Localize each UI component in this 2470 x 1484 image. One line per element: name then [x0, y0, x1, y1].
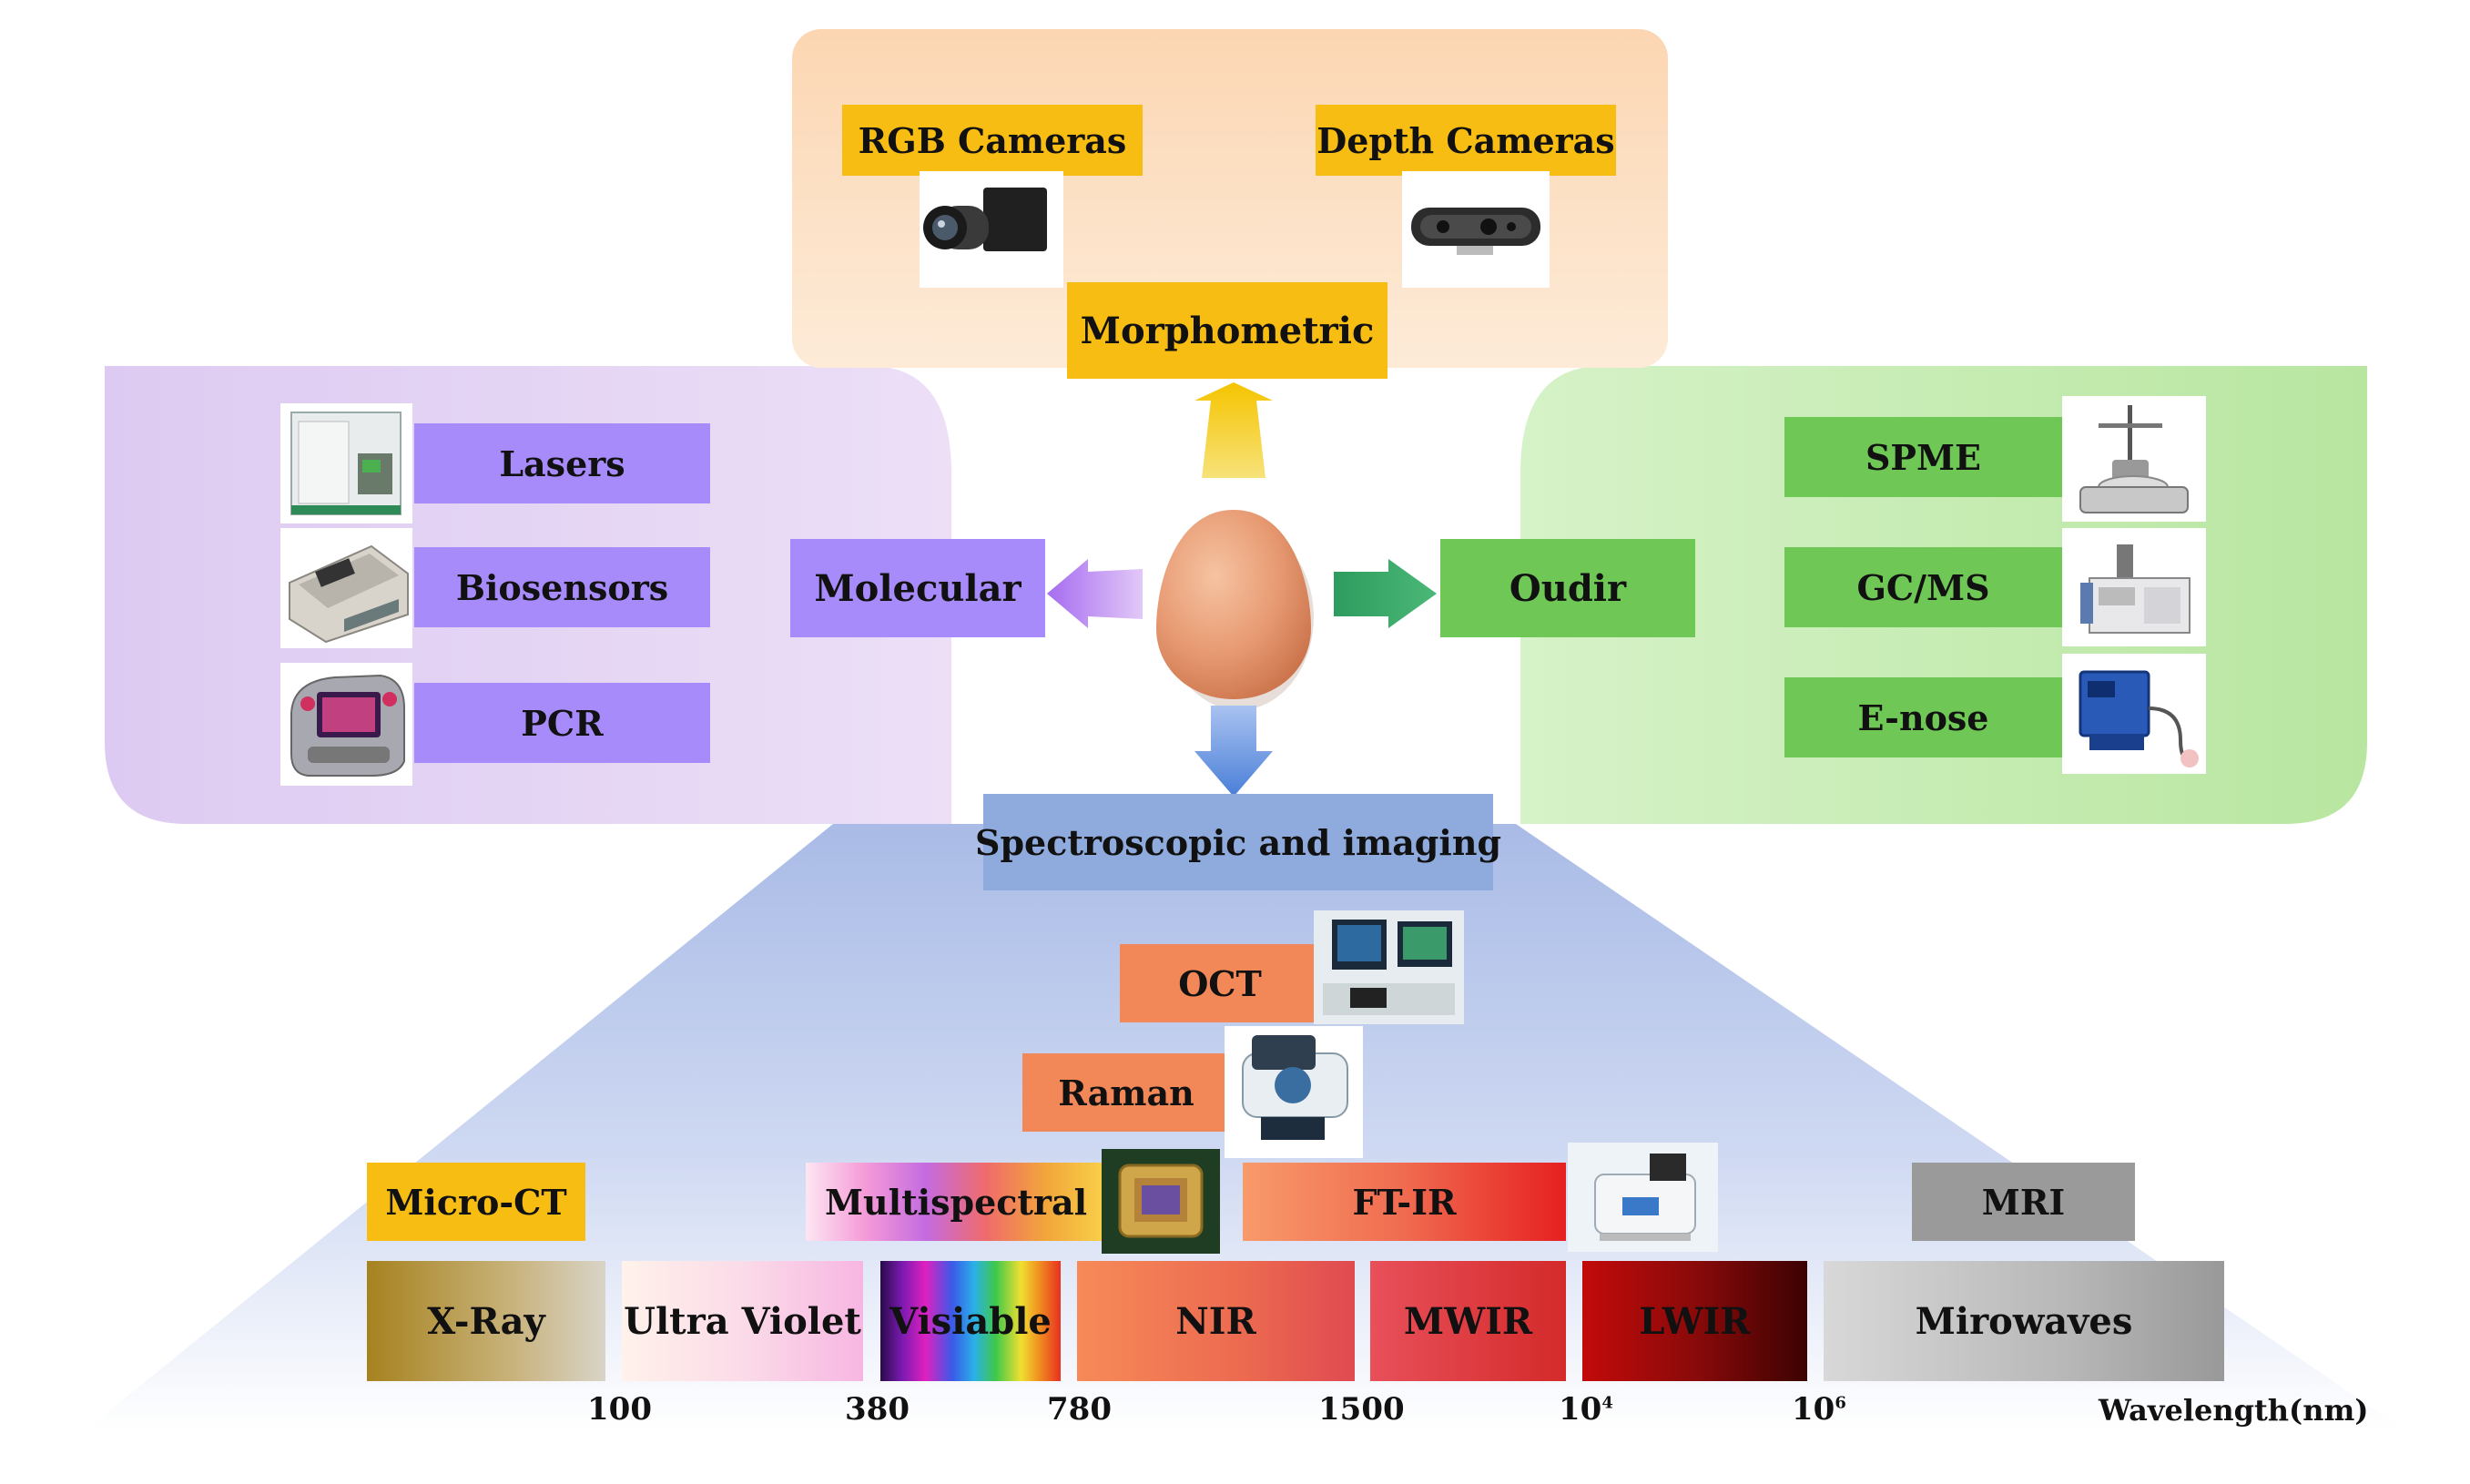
tick-780: 780: [1047, 1391, 1112, 1428]
enose-image: [2062, 654, 2206, 774]
micro-ct-label: Micro-CT: [367, 1163, 585, 1241]
enose-label: E-nose: [1784, 677, 2062, 757]
spectrum-visible: Visiable: [880, 1261, 1061, 1381]
spectrum-microwaves: Mirowaves: [1824, 1261, 2224, 1381]
spectroscopic-label: Spectroscopic and imaging: [975, 794, 1501, 890]
biosensors-label: Biosensors: [414, 547, 710, 627]
spme-label: SPME: [1784, 417, 2062, 497]
gcms-label: GC/MS: [1784, 547, 2062, 627]
rgb-camera-image: [920, 171, 1063, 288]
arrow-left-icon: [1047, 559, 1143, 628]
tick-100: 100: [587, 1391, 652, 1428]
mri-label: MRI: [1912, 1163, 2135, 1241]
ftir-label: FT-IR: [1243, 1163, 1566, 1241]
arrow-down-icon: [1194, 706, 1273, 797]
raman-image: [1225, 1026, 1363, 1158]
spectrum-x-ray: X-Ray: [367, 1261, 605, 1381]
pcr-image: [280, 663, 412, 786]
pcr-label: PCR: [414, 683, 710, 763]
multispectral-image: [1102, 1149, 1220, 1254]
multispectral-label: Multispectral: [806, 1163, 1106, 1241]
oct-label: OCT: [1120, 944, 1320, 1022]
lasers-label: Lasers: [414, 423, 710, 503]
spectrum-ultra-violet: Ultra Violet: [622, 1261, 863, 1381]
depth-cameras-label: Depth Cameras: [1316, 105, 1616, 176]
spectrum-nir: NIR: [1077, 1261, 1355, 1381]
arrow-right-icon: [1334, 559, 1437, 628]
tick-10-6: 106: [1792, 1391, 1846, 1428]
rgb-cameras-label: RGB Cameras: [842, 105, 1143, 176]
lasers-image: [280, 403, 412, 523]
raman-label: Raman: [1022, 1053, 1230, 1132]
odor-label: Oudir: [1440, 539, 1695, 637]
biosensors-image: [280, 528, 412, 648]
ftir-image: [1568, 1143, 1718, 1252]
spectrum-lwir: LWIR: [1582, 1261, 1807, 1381]
arrow-up-icon: [1194, 382, 1273, 478]
depth-camera-image: [1402, 171, 1550, 288]
molecular-label: Molecular: [790, 539, 1045, 637]
tick-10-4: 104: [1559, 1391, 1613, 1428]
morphometric-label: Morphometric: [1067, 282, 1387, 379]
spectrum-mwir: MWIR: [1370, 1261, 1566, 1381]
oct-image: [1314, 910, 1464, 1024]
axis-label-wavelength: Wavelength(nm): [2099, 1393, 2369, 1428]
tick-1500: 1500: [1318, 1391, 1405, 1428]
gcms-image: [2062, 528, 2206, 646]
spme-image: [2062, 396, 2206, 522]
tick-380: 380: [845, 1391, 910, 1428]
